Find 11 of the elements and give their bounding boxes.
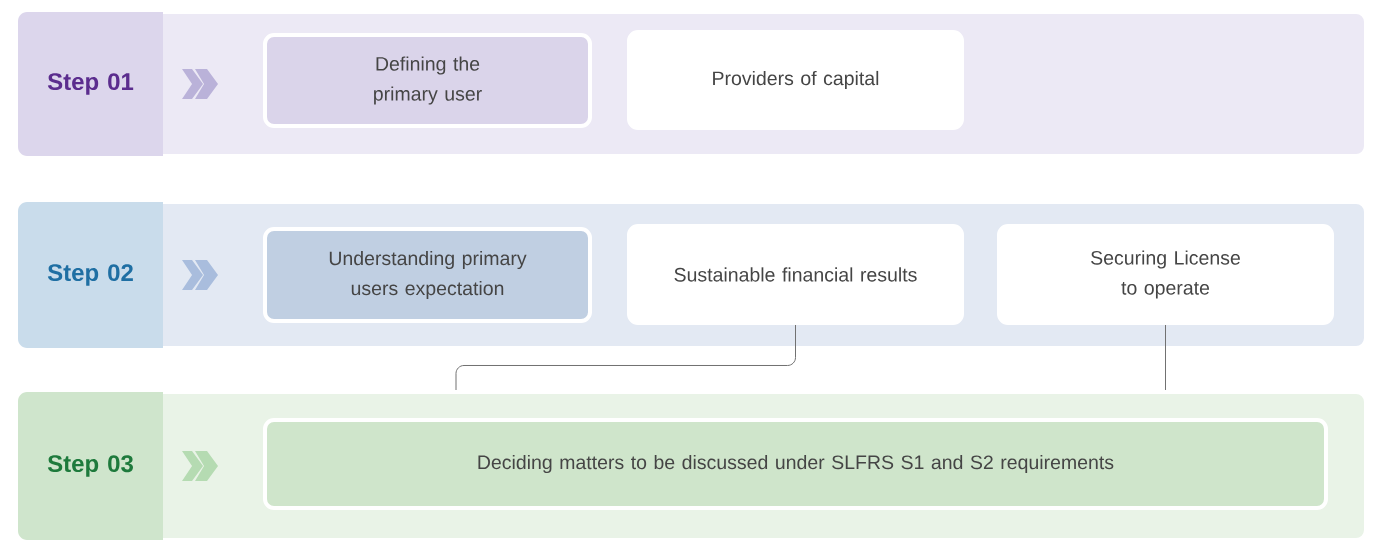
step-label: Step 01 [47,73,134,95]
process-box: Understanding primary users expectation [263,227,592,323]
step-label: Step 02 [47,264,133,286]
step-label: Step 03 [47,455,133,477]
process-box: Providers of capital [627,30,964,130]
process-box: Deciding matters to be discussed under SLFRS S1 and S2 requirements [263,418,1328,510]
connector-line [455,324,796,391]
process-box: Securing License to operate [997,224,1334,325]
process-box: Defining the primary user [263,33,592,128]
process-box: Sustainable financial results [627,224,964,325]
connector-line [1165,324,1166,391]
